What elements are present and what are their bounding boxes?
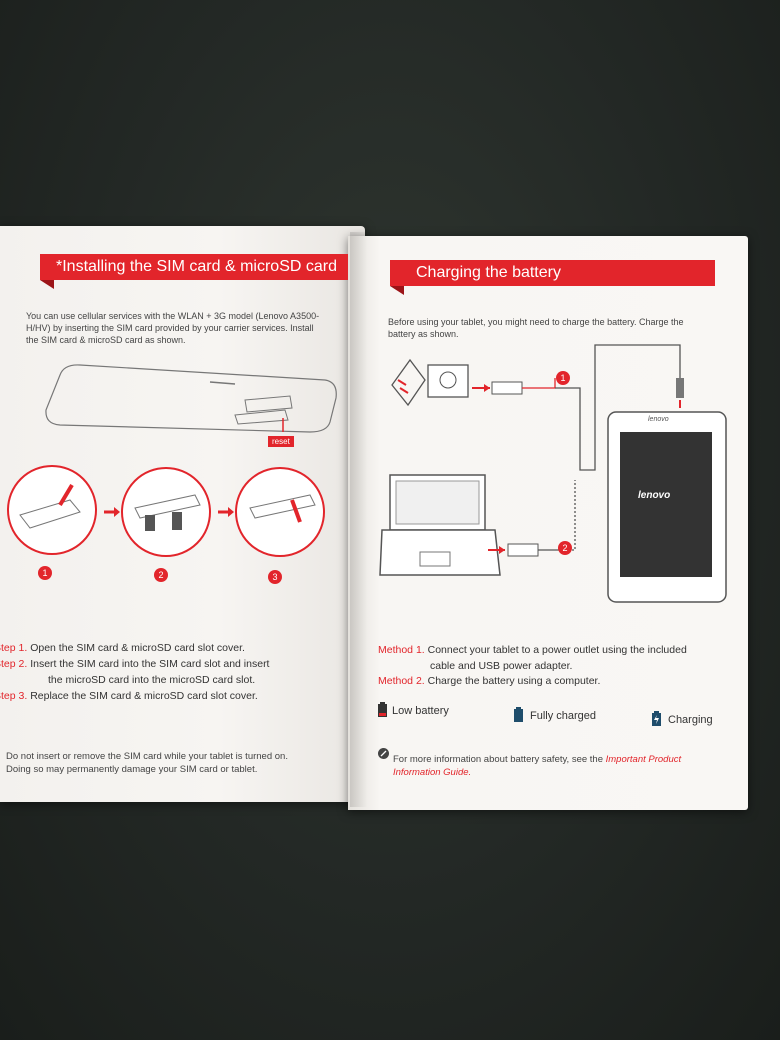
info-link[interactable]: Important Product: [605, 754, 682, 765]
reset-label: reset: [268, 436, 294, 447]
tablet-brand-top: lenovo: [648, 416, 669, 423]
low-battery-label: Low battery: [392, 705, 449, 717]
sim-step-circles: [7, 465, 325, 557]
tablet-edge-illustration: [45, 364, 337, 433]
info-note-text: For more information about battery safet…: [393, 754, 682, 765]
sim-step-3: Step 3. Replace the SIM card & microSD c…: [0, 690, 258, 702]
sim-title-text: *Installing the SIM card & microSD card: [56, 258, 337, 275]
sim-intro-text: You can use cellular services with the W…: [26, 311, 320, 345]
tablet-screen-logo: lenovo: [638, 490, 671, 501]
sim-warning-line2: Doing so may permanently damage your SIM…: [6, 764, 258, 775]
charging-step-number-1: 1: [556, 371, 570, 385]
banner-fold: [40, 280, 54, 289]
low-battery-icon: [378, 702, 387, 717]
info-note-icon: [378, 748, 389, 759]
sim-step-number-2: 2: [154, 568, 168, 582]
sim-step-2-cont: the microSD card into the microSD card s…: [48, 674, 256, 686]
charging-diagram: [379, 344, 727, 603]
sim-step-2: Step 2. Insert the SIM card into the SIM…: [0, 658, 270, 670]
charging-intro-text: Before using your tablet, you might need…: [388, 317, 684, 339]
charging-label: Charging: [668, 714, 713, 726]
banner-fold-right: [390, 286, 404, 295]
charging-title-text: Charging the battery: [416, 264, 561, 281]
full-battery-icon: [514, 707, 523, 722]
charging-method-1-cont: cable and USB power adapter.: [430, 660, 573, 672]
book-spine: [350, 232, 372, 807]
charging-step-number-2: 2: [558, 541, 572, 555]
charging-method-1: Method 1. Connect your tablet to a power…: [378, 644, 687, 656]
sim-section-title: *Installing the SIM card & microSD card: [40, 254, 348, 289]
sim-step-number-1: 1: [38, 566, 52, 580]
sim-warning-line1: Do not insert or remove the SIM card whi…: [6, 751, 288, 762]
sim-step-1: Step 1. Open the SIM card & microSD card…: [0, 642, 245, 654]
charging-section-title: Charging the battery: [390, 260, 715, 295]
sim-step-number-3: 3: [268, 570, 282, 584]
full-battery-label: Fully charged: [530, 710, 597, 722]
charging-battery-icon: [652, 711, 661, 726]
info-link-cont[interactable]: Information Guide.: [393, 767, 472, 778]
charging-method-2: Method 2. Charge the battery using a com…: [378, 675, 601, 687]
